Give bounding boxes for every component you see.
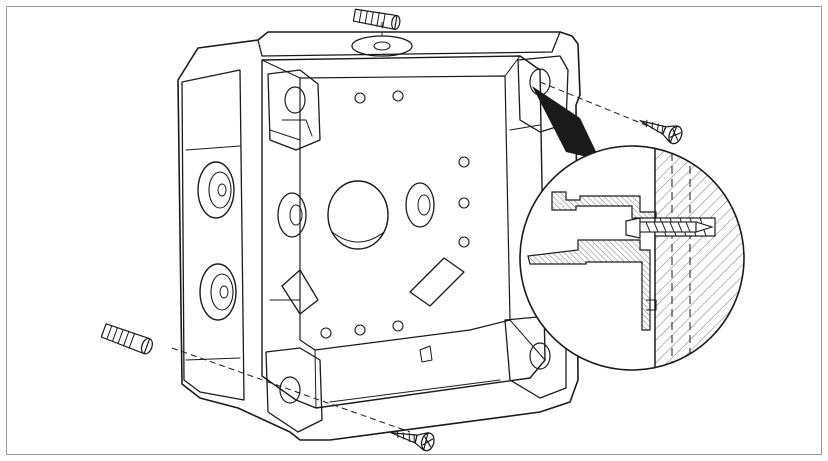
junction-box [177,31,581,441]
cable-entry-top [351,35,413,57]
mounting-axes [171,22,649,433]
floor-slot-right [409,257,465,307]
detail-view [519,145,745,371]
corner-post-top-left [267,69,321,151]
figure-frame [6,6,822,455]
corner-post-bottom-left [265,347,323,433]
side-knockout-lower [199,263,237,321]
screw-top-right [639,119,683,145]
wall-plug-top [352,8,401,30]
floor-bosses [320,90,470,339]
center-knockout [327,180,389,250]
detail-screw [625,217,714,239]
floor-slot-left [281,269,319,315]
wall-section [655,146,744,370]
screw-bottom [390,430,435,452]
wall-plug-left [100,323,153,355]
inner-knockout-right [405,182,435,228]
side-knockout-upper [197,161,235,219]
inner-knockout-left [277,192,307,238]
detail-pointer [532,86,600,160]
